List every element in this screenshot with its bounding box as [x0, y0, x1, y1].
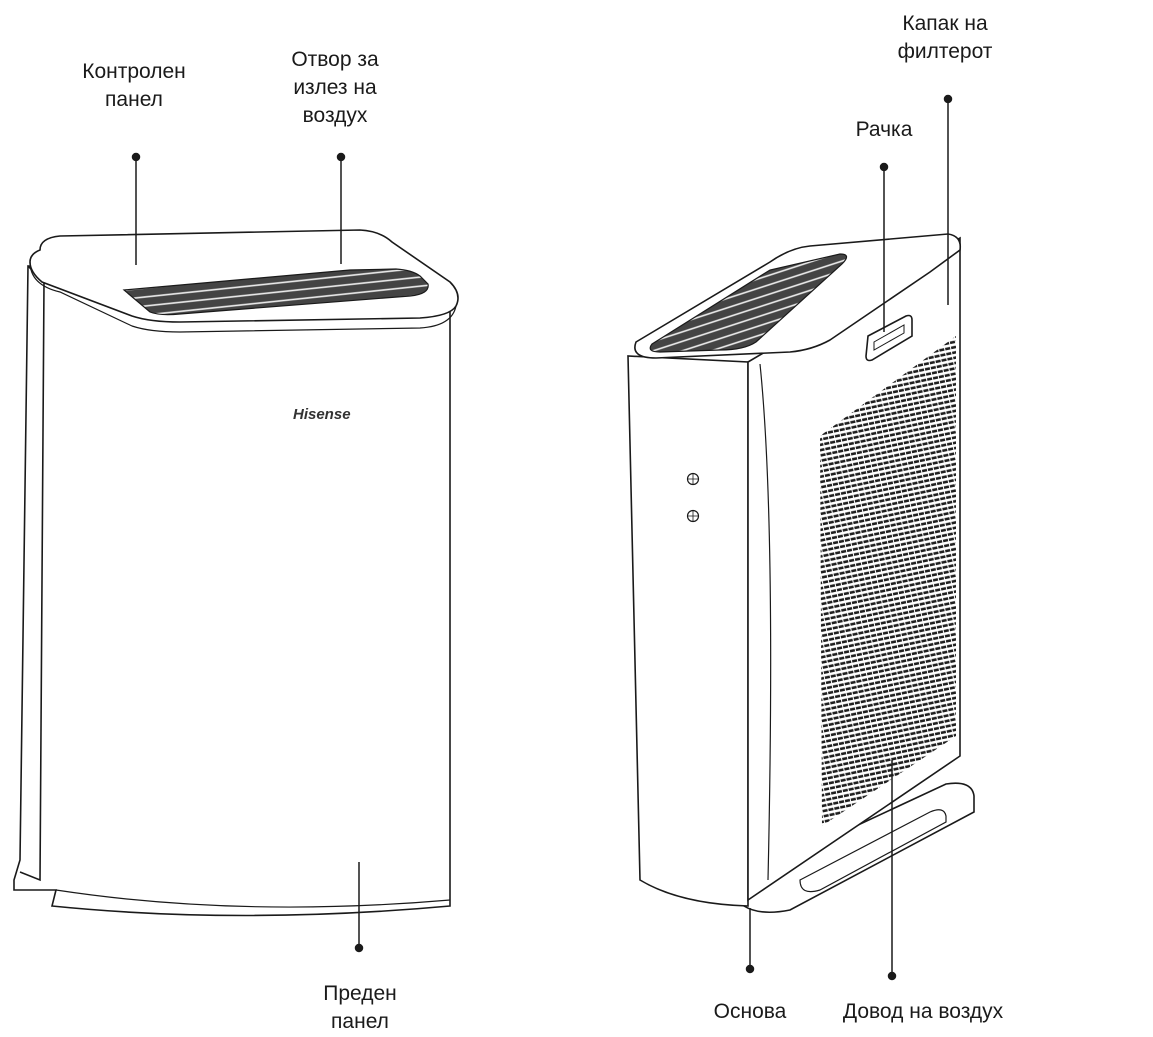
- label-filter-cover-line-2: филтерот: [897, 40, 993, 63]
- leader-dot-handle: [879, 162, 889, 172]
- leader-dot-front-panel: [354, 943, 364, 953]
- label-front-panel: Преден панел: [298, 980, 422, 1036]
- label-air-inlet-line-1: Довод на воздух: [842, 1000, 1004, 1023]
- label-filter-cover: Капак на филтерот: [860, 10, 1030, 66]
- rear-unit-base-slot: [799, 809, 947, 893]
- label-air-outlet-line-2: излез на: [293, 76, 377, 99]
- label-air-outlet-line-1: Отвор за: [291, 48, 379, 71]
- leader-dot-air-inlet: [887, 971, 897, 981]
- air-inlet-grille: [820, 336, 956, 826]
- front-unit-body: [13, 265, 451, 917]
- leader-dot-filter-cover: [943, 94, 953, 104]
- label-handle-line-1: Рачка: [855, 118, 913, 141]
- label-base-line-1: Основа: [713, 1000, 787, 1023]
- brand-logo: Hisense: [293, 406, 351, 423]
- label-control-panel-line-2: панел: [105, 88, 163, 111]
- label-air-outlet-line-3: воздух: [302, 104, 368, 127]
- label-handle: Рачка: [832, 116, 936, 144]
- rear-unit-side-panel: [627, 355, 749, 907]
- front-unit: Hisense: [13, 229, 459, 917]
- label-control-panel: Контролен панел: [56, 58, 212, 114]
- label-filter-cover-line-1: Капак на: [902, 12, 988, 35]
- side-buttons: [686, 472, 700, 523]
- callout-leaders: [131, 94, 953, 981]
- leader-dot-control-panel: [131, 152, 141, 162]
- label-control-panel-line-1: Контролен: [82, 60, 186, 83]
- leader-dot-base: [745, 964, 755, 974]
- rear-unit-air-outlet-grille: [649, 253, 848, 353]
- front-unit-air-outlet-grille: [122, 268, 429, 316]
- leader-dot-air-outlet: [336, 152, 346, 162]
- label-front-panel-line-1: Преден: [323, 982, 397, 1005]
- label-air-inlet: Довод на воздух: [810, 998, 1036, 1026]
- label-front-panel-line-2: панел: [331, 1010, 389, 1033]
- label-air-outlet: Отвор за излез на воздух: [270, 46, 400, 130]
- label-base: Основа: [690, 998, 810, 1026]
- rear-unit: [627, 233, 975, 914]
